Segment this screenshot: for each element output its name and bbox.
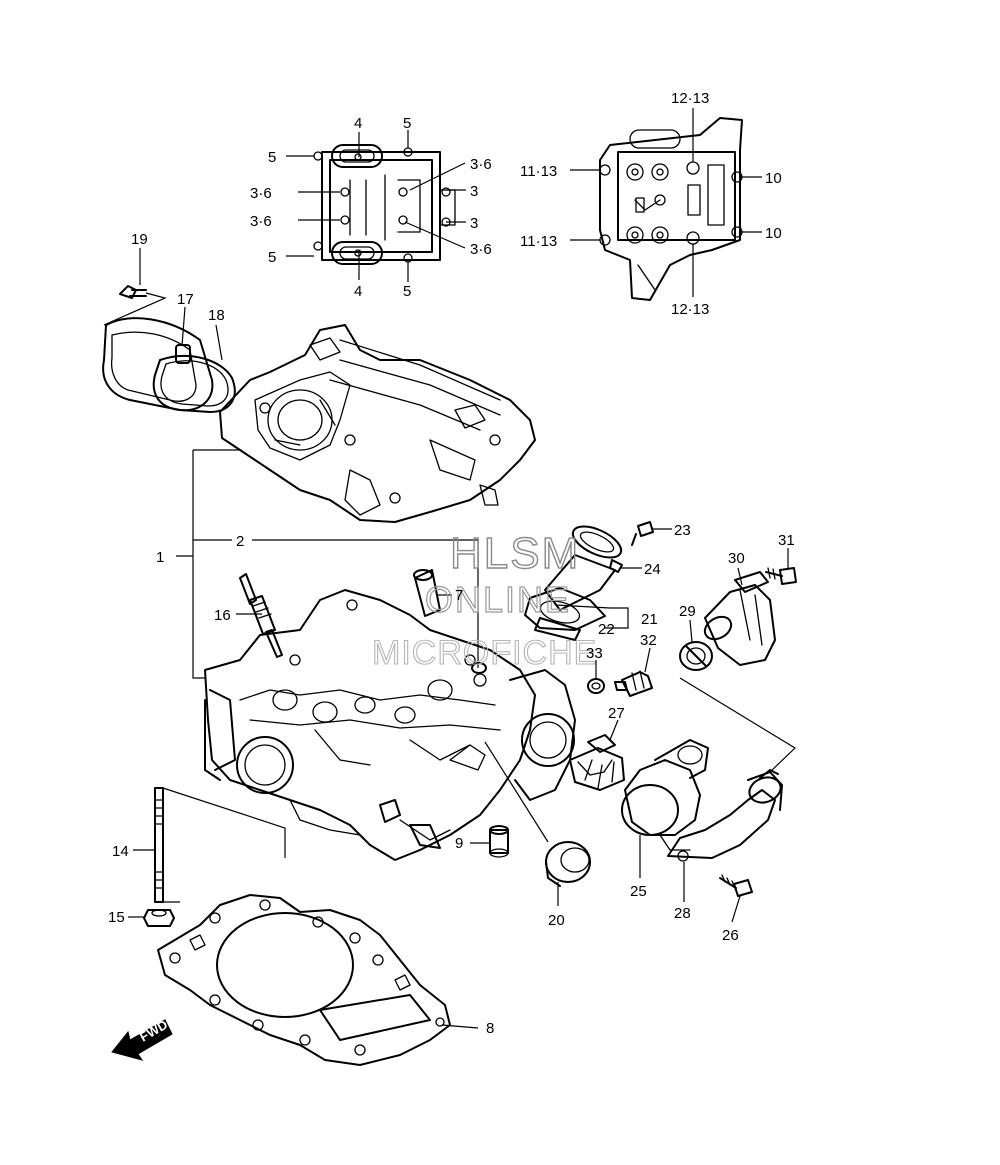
dowel-7 [413,569,487,674]
callout-31: 31 [778,532,795,549]
leader-lines [103,108,796,1029]
callout-21: 21 [641,611,658,628]
callout-2: 2 [236,533,244,550]
bolt-31 [765,567,797,585]
callout-18: 18 [208,307,225,324]
sensor-32 [614,670,653,697]
head-cover-2 [219,324,536,523]
callout-27: 27 [608,705,625,722]
callouts: 1 2 3 3 3·6 3·6 3·6 3·6 4 4 5 5 5 5 7 8 … [108,90,795,1037]
head-gasket-8 [157,894,451,1066]
watermark-line-2: ONLINE [425,579,571,620]
gasket-18 [152,355,236,413]
washer-33 [587,678,605,694]
callout-8: 8 [486,1020,494,1037]
housing-30 [703,571,776,666]
callout-5: 5 [403,283,411,300]
callout-12-13: 12·13 [671,90,709,107]
callout-7: 7 [455,587,463,604]
watermark-line-1: HLSM [450,529,580,578]
callout-25: 25 [630,883,647,900]
callout-9: 9 [455,835,463,852]
callout-23: 23 [674,522,691,539]
callout-3: 3 [470,183,478,200]
thermostat-housing-25 [621,739,709,851]
callout-19: 19 [131,231,148,248]
bolt-23 [631,521,654,546]
damper-29 [679,641,713,671]
callout-3-6: 3·6 [250,213,272,230]
callout-4: 4 [354,115,362,132]
spark-plug-16 [239,573,283,658]
callout-14: 14 [112,843,129,860]
callout-29: 29 [679,603,696,620]
callout-3-6: 3·6 [470,241,492,258]
callout-24: 24 [644,561,661,578]
callout-12-13: 12·13 [671,301,709,318]
cylinder-head-top-view [599,117,743,301]
callout-5: 5 [268,249,276,266]
callout-16: 16 [214,607,231,624]
callout-32: 32 [640,632,657,649]
callout-28: 28 [674,905,691,922]
cover-17 [102,317,214,412]
callout-20: 20 [548,912,565,929]
callout-3: 3 [470,215,478,232]
plug-20 [545,841,591,887]
callout-30: 30 [728,550,745,567]
callout-15: 15 [108,909,125,926]
gasket-22 [534,617,581,641]
callout-5: 5 [403,115,411,132]
callout-10: 10 [765,225,782,242]
callout-3-6: 3·6 [470,156,492,173]
callout-3-6: 3·6 [250,185,272,202]
callout-11-13: 11·13 [520,163,557,180]
nut-15 [143,909,175,927]
bolt-26 [719,874,753,897]
callout-10: 10 [765,170,782,187]
callout-33: 33 [586,645,603,662]
callout-11-13: 11·13 [520,233,557,250]
thermostat-27 [569,734,625,791]
callout-4: 4 [354,283,362,300]
dowel-9 [489,825,509,858]
stud-14 [154,787,164,903]
forward-arrow-icon: FWD [111,1017,173,1061]
cylinder-head [204,589,576,861]
watermark-line-3: MICROFICHE [372,634,597,672]
water-pipe-28 [667,769,783,862]
bolt-pattern-top-view [313,144,456,265]
callout-26: 26 [722,927,739,944]
callout-5: 5 [268,149,276,166]
intake-pipe-21 [524,525,623,641]
callout-22: 22 [598,621,615,638]
callout-1: 1 [156,549,164,566]
callout-17: 17 [177,291,194,308]
watermark: HLSM ONLINE MICROFICHE [371,528,597,672]
side-cover-group [102,285,236,413]
